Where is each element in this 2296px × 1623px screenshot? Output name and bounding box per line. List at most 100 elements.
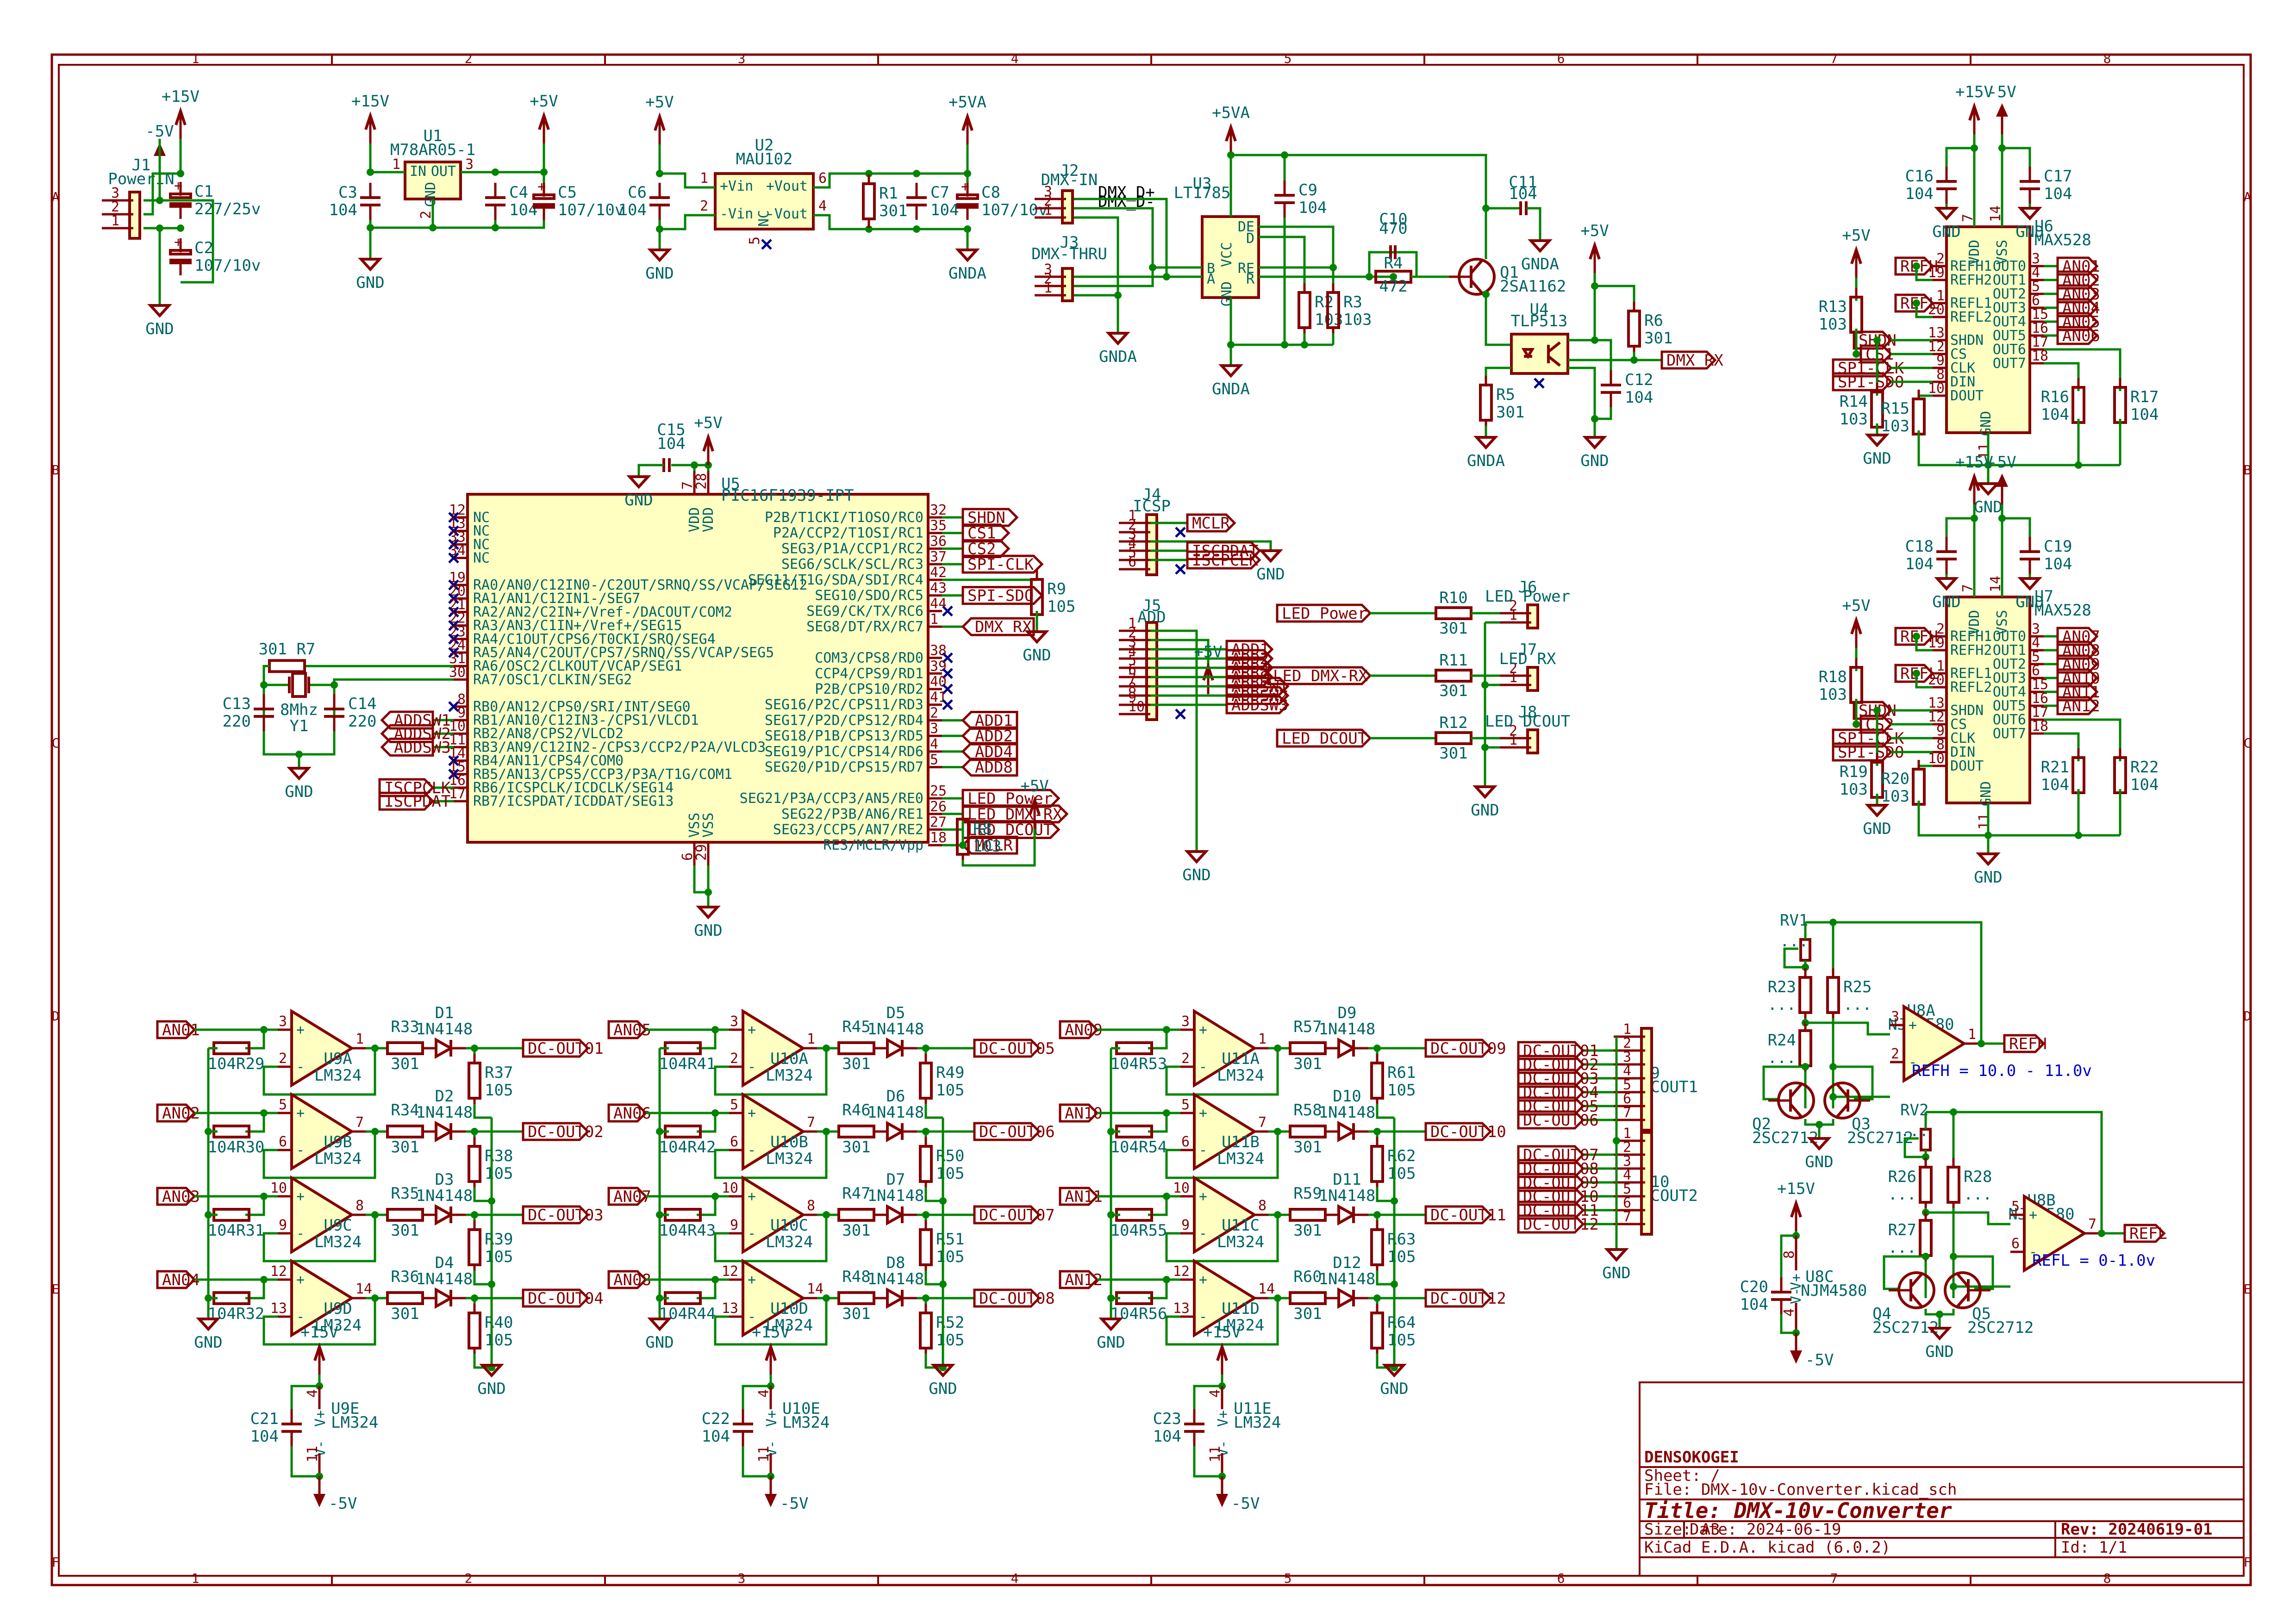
power-symbol: +5V (645, 93, 674, 144)
title-block: DENSOKOGEI Sheet: / File: DMX-10v-Conver… (1639, 1381, 2245, 1577)
component-value: 104 (2130, 776, 2159, 794)
ground-icon (1258, 549, 1283, 563)
component-value: 104 (1625, 388, 1653, 407)
power-net-name: +15V (1777, 1180, 1815, 1198)
ground-symbol: GND (1471, 785, 1499, 820)
power-net-name: GND (1863, 820, 1891, 838)
pin-name: OUT (431, 163, 456, 180)
ref-designator: R58 (1293, 1101, 1322, 1119)
wire (813, 214, 967, 230)
net-label: MCLR (1186, 513, 1236, 533)
plus-sign: + (748, 1105, 756, 1121)
component-value: 227/25v (194, 200, 261, 218)
connector-section: J4ICSP123456MCLRGNDISCPDATISCPCLKJ5ADD12… (1119, 485, 1698, 1282)
connector: 21 (1500, 660, 1539, 692)
transistor-collector (1470, 258, 1485, 274)
component-value: ... (1768, 1049, 1796, 1067)
pin-name: SEG8/DT/RX/RC7 (806, 619, 923, 635)
pin-name: OUT2 (1993, 286, 2026, 302)
component-value: 104 (657, 435, 685, 453)
ref-designator: C5 (558, 183, 577, 202)
minus-sign: - (748, 1142, 756, 1158)
ref-designator: U9D (324, 1300, 352, 1318)
pin-number: 11 (305, 1446, 321, 1462)
ref-designator: U4 (1530, 300, 1549, 319)
resistor (1435, 606, 1472, 620)
ref-designator: J1 (132, 156, 151, 174)
power-symbol: -5V (1790, 1333, 1834, 1369)
resistor-body-icon (1435, 606, 1472, 620)
resistor-body-icon (919, 1145, 933, 1183)
pin-name: SEG22/P3B/AN6/RE1 (781, 806, 923, 822)
net-label: DC-OUT06 (1517, 1110, 1599, 1130)
ref-designator: C4 (509, 183, 528, 202)
component-value: 1N4148 (1319, 1187, 1376, 1205)
wire (262, 1048, 376, 1096)
pin-number: 1 (1968, 1026, 1976, 1043)
ref-designator: R36 (391, 1268, 419, 1286)
pin-name: RA0/AN0/C12IN0-/C2OUT/SRNQ/SS/VCAP/SEG12 (473, 577, 807, 593)
component-value: 301 (842, 1221, 870, 1240)
net-label: AN12 (2056, 696, 2100, 715)
pin-number: 9 (1181, 1217, 1190, 1233)
resistor-body-icon (2071, 756, 2085, 794)
pin-name: RA1/AN1/C12IN1-/SEG7 (473, 591, 640, 607)
hierarchical-label-icon (607, 1020, 648, 1039)
pin-name: NC (473, 550, 490, 566)
hierarchical-label-icon (1424, 1288, 1492, 1308)
wire (1953, 1255, 1994, 1290)
wire (262, 1132, 376, 1179)
no-connect-icon (448, 755, 459, 766)
pin-name: SEG19/P1C/CPS14/RD6 (765, 744, 923, 760)
ref-designator: R3 (1343, 293, 1362, 311)
row-marker: C (52, 735, 60, 751)
pin-name: SHDN (1950, 703, 1984, 719)
ref-designator: C15 (657, 421, 685, 439)
ground-icon (1184, 850, 1209, 864)
junction-dot (492, 224, 499, 231)
junction-dot (177, 224, 184, 232)
opamp-symbol-icon (1193, 1258, 1257, 1338)
pin-number: 11 (1976, 813, 1992, 830)
resistor-body-icon (1947, 1166, 1960, 1204)
net-label-text: ADDSW2 (394, 725, 451, 743)
ref-designator: R14 (1840, 392, 1868, 411)
diode (1324, 1037, 1368, 1059)
resistor-body-icon (837, 1125, 875, 1138)
component-value: 301 (391, 1221, 419, 1240)
hierarchical-label-icon (961, 710, 1018, 730)
pin-name: VDD (1966, 240, 1983, 265)
component-value: M78AR05-1 (390, 141, 475, 159)
hierarchical-label-icon (961, 554, 1044, 574)
power-arrow-icon (313, 1342, 325, 1361)
component-value: 104 (2041, 405, 2069, 424)
pin-number: 7 (1960, 584, 1976, 592)
net-label-text: AN12 (1065, 1271, 1103, 1289)
resistor-body-icon (1798, 976, 1812, 1014)
ref-designator: U11A (1222, 1050, 1260, 1068)
component-value: 104 (2044, 185, 2072, 203)
net-label-text: AN02 (162, 1104, 200, 1123)
component-value: 301 (1293, 1055, 1322, 1073)
power-net-name: GND (1974, 498, 2002, 516)
net-label: ISCPDAT (378, 791, 450, 811)
net-label: AN03 (156, 1187, 200, 1206)
transistor-emitter (1909, 1293, 1924, 1309)
component-value: 104 (2041, 776, 2069, 794)
connector: 321 (1035, 261, 1074, 302)
plus-sign: + (1199, 1272, 1207, 1288)
component-value: LM324 (1217, 1066, 1264, 1085)
hierarchical-label-icon (961, 617, 1035, 636)
pin-number: 2 (1509, 660, 1517, 677)
regulator-body (404, 161, 462, 200)
ref-designator: R27 (1888, 1221, 1916, 1239)
ref-designator: Y1 (290, 717, 309, 735)
resistor-label: 104R31 (208, 1221, 265, 1240)
pin-number: 3 (1891, 1009, 1899, 1025)
pin-number: 6 (818, 170, 827, 187)
resistor-body-icon (1435, 669, 1472, 683)
